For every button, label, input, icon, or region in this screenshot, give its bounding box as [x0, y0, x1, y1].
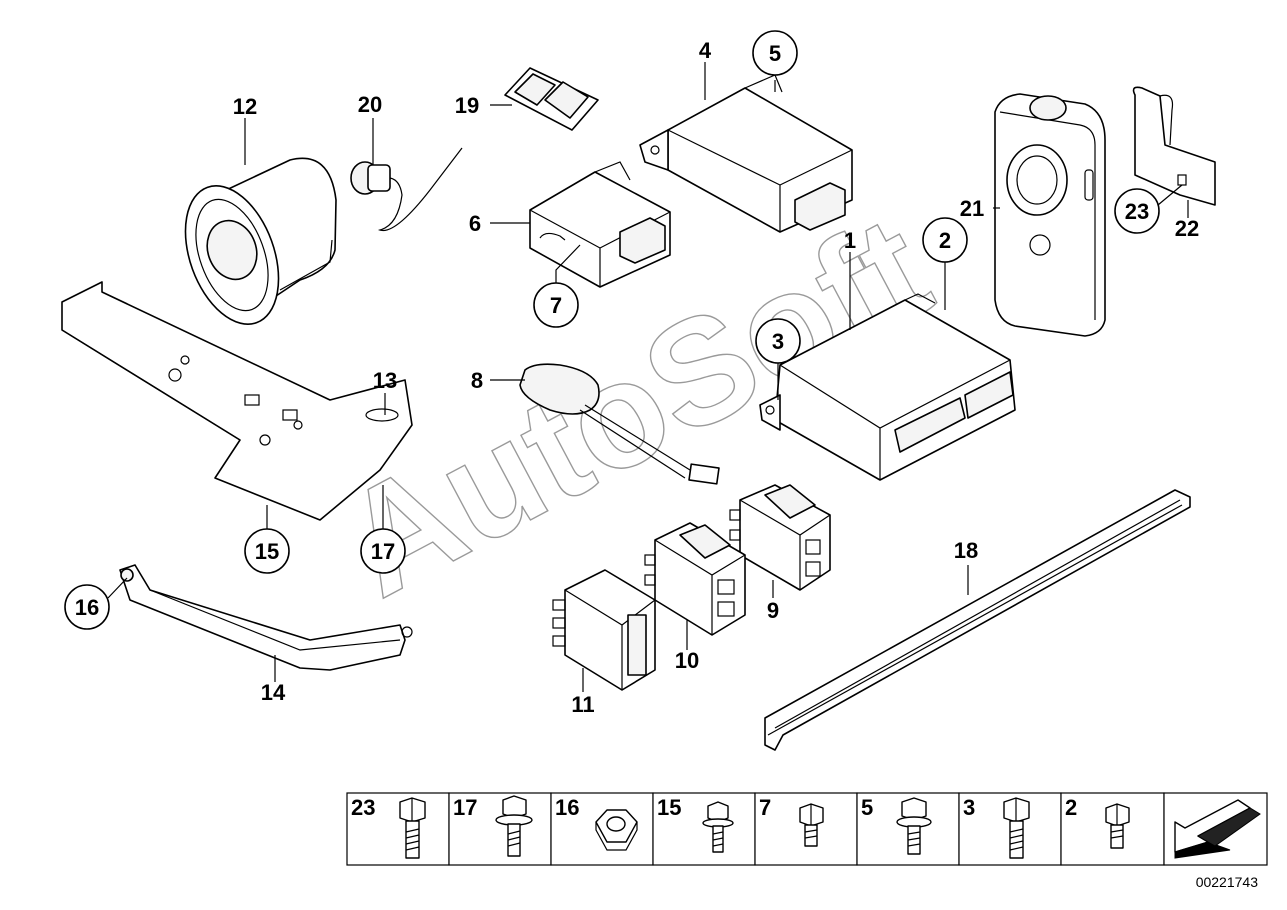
flange-bolt-icon [495, 795, 533, 857]
callout-11: 11 [571, 692, 594, 717]
part-21-sensor-housing [994, 93, 1106, 337]
callout-numbers: 1 2 3 4 5 6 7 8 9 10 11 12 13 14 15 16 1… [75, 38, 1199, 717]
fastener-5-label: 5 [861, 795, 873, 820]
part-8-antenna [519, 363, 720, 485]
flange-bolt-icon [896, 797, 932, 855]
callout-18: 18 [954, 538, 978, 563]
callout-8: 8 [471, 368, 483, 393]
fastener-7-label: 7 [759, 795, 771, 820]
callout-1: 1 [844, 228, 856, 253]
part-12-siren [184, 157, 337, 325]
direction-arrow-icon [1174, 799, 1261, 859]
callout-12: 12 [233, 94, 257, 119]
part-14-strut [119, 564, 413, 671]
part-20-connector-cable [350, 147, 463, 232]
callout-14: 14 [261, 680, 286, 705]
part-19-clip [504, 67, 599, 131]
callout-7: 7 [550, 293, 562, 318]
callout-15: 15 [255, 539, 279, 564]
callout-17: 17 [371, 539, 395, 564]
hex-bolt-icon [799, 803, 824, 847]
callout-2: 2 [939, 228, 951, 253]
callout-23: 23 [1125, 199, 1149, 224]
fastener-16-label: 16 [555, 795, 579, 820]
callout-20: 20 [358, 92, 382, 117]
callout-circles [64, 30, 1160, 630]
callout-10: 10 [675, 648, 699, 673]
fastener-17-label: 17 [453, 795, 477, 820]
callout-16: 16 [75, 595, 99, 620]
part-1-main-control-unit [759, 293, 1016, 481]
callout-9: 9 [767, 598, 779, 623]
part-18-rail [764, 489, 1191, 751]
callout-6: 6 [469, 211, 481, 236]
leader-lines [107, 62, 1189, 692]
callout-21: 21 [960, 196, 984, 221]
part-22-bracket [1132, 86, 1216, 206]
callout-22: 22 [1175, 216, 1199, 241]
callout-13: 13 [373, 368, 397, 393]
document-number: 00221743 [1196, 874, 1259, 890]
fastener-2-label: 2 [1065, 795, 1077, 820]
part-6-control-module [529, 161, 671, 288]
flange-bolt-icon [702, 801, 734, 853]
part-11-relay [552, 569, 656, 691]
hex-bolt-icon [1105, 803, 1130, 849]
fastener-table: 23 17 16 15 7 5 3 2 [346, 792, 1268, 866]
part-4-control-module [639, 74, 853, 233]
long-hex-bolt-icon [399, 797, 426, 859]
long-hex-bolt-icon [1003, 797, 1030, 859]
fastener-23-label: 23 [351, 795, 375, 820]
callout-3: 3 [772, 329, 784, 354]
fastener-3-label: 3 [963, 795, 975, 820]
hex-nut-icon [595, 809, 638, 851]
callout-4: 4 [699, 38, 712, 63]
part-13-mounting-plate [61, 281, 413, 521]
callout-19: 19 [455, 93, 479, 118]
callout-5: 5 [769, 41, 781, 66]
fastener-15-label: 15 [657, 795, 681, 820]
